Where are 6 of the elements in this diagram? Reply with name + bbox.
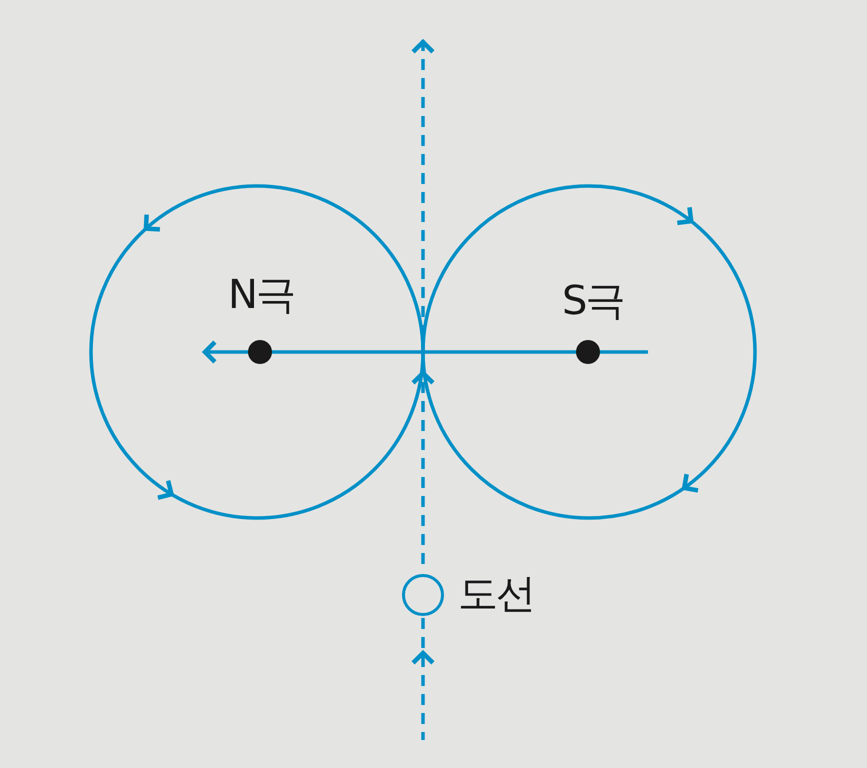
pole-label: S극 <box>562 281 624 321</box>
pole-label: N극 <box>228 275 294 315</box>
wire-cross-section <box>402 574 444 616</box>
pole-dot <box>248 340 272 364</box>
pole-dot <box>576 340 600 364</box>
wire-label: 도선 <box>458 574 534 614</box>
